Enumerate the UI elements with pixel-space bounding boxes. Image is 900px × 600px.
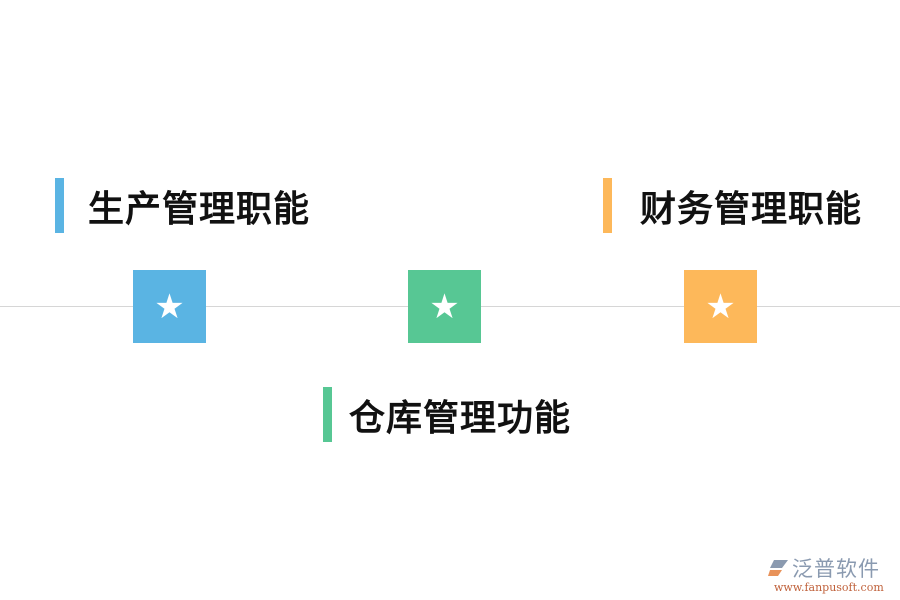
star-icon: ★ <box>154 286 185 327</box>
production-node: ★ <box>133 270 206 343</box>
star-icon: ★ <box>705 286 736 327</box>
production-label: 生产管理职能 <box>55 178 310 233</box>
warehouse-node: ★ <box>408 270 481 343</box>
finance-node: ★ <box>684 270 757 343</box>
finance-label: 财务管理职能 <box>603 178 862 233</box>
warehouse-accent-bar <box>323 387 332 442</box>
warehouse-title: 仓库管理功能 <box>349 397 572 439</box>
star-icon: ★ <box>429 286 460 327</box>
brand-logo: 泛普软件 www.fanpusoft.com <box>768 553 893 594</box>
finance-title: 财务管理职能 <box>640 188 863 230</box>
finance-accent-bar <box>603 178 612 233</box>
warehouse-label: 仓库管理功能 <box>323 387 571 442</box>
production-title: 生产管理职能 <box>88 188 311 230</box>
logo-mark-icon <box>768 558 790 578</box>
production-accent-bar <box>55 178 64 233</box>
logo-url: www.fanpusoft.com <box>774 581 884 594</box>
logo-name: 泛普软件 <box>792 557 880 581</box>
